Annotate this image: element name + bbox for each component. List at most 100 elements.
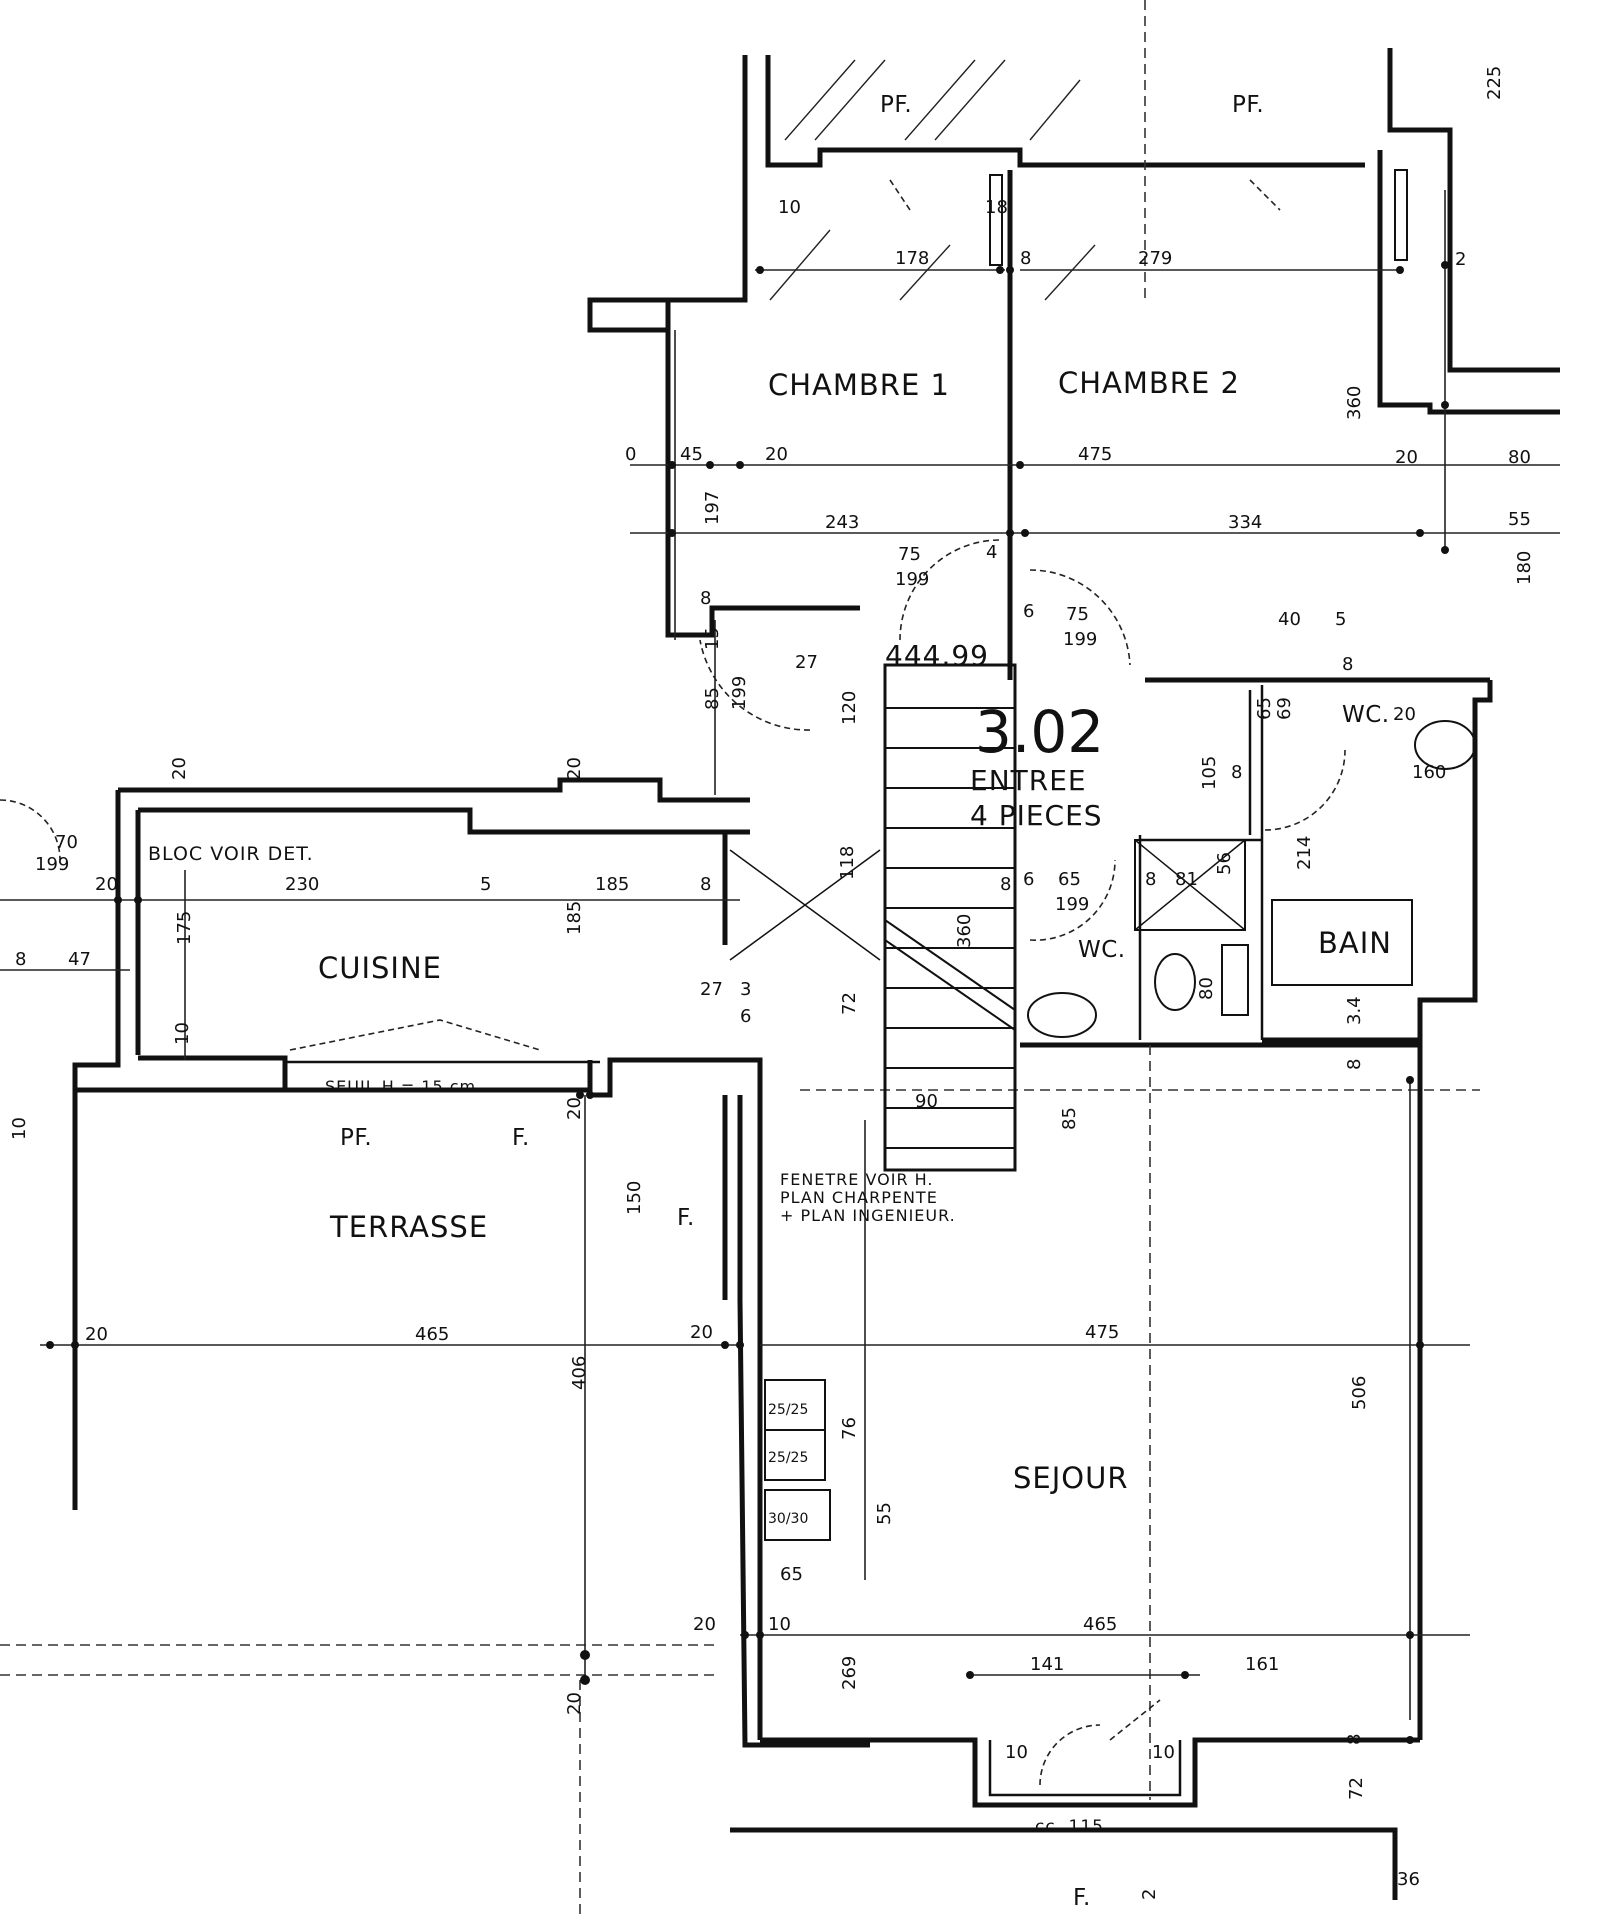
dimension-label: 65: [1058, 869, 1081, 890]
dimension-markers: [46, 261, 1449, 1744]
dimension-labels: 178 279 475 243 334 45 20 0 75 199 75 19…: [9, 66, 1535, 1900]
bathtub-icon: [1271, 899, 1413, 986]
dimension-label: 80: [1196, 977, 1217, 1000]
dimension-label: 120: [839, 691, 860, 725]
dimension-label: 20: [169, 757, 190, 780]
dimension-label: 269: [839, 1656, 860, 1690]
dimension-label: 141: [1030, 1654, 1064, 1675]
dimension-label: 8: [1344, 1734, 1365, 1745]
dimension-label: 6: [1023, 869, 1034, 890]
dimension-label: 20: [693, 1614, 716, 1635]
dimension-label: 85: [1059, 1107, 1080, 1130]
construction-lines: [0, 0, 1480, 1920]
dimension-label: 243: [825, 512, 859, 533]
wardrobe-shelf: [989, 174, 1003, 266]
wall-sejour-left: [737, 1095, 870, 1748]
dimension-label: 20: [564, 1692, 585, 1715]
dimension-label: 5: [1335, 609, 1346, 630]
dimension-label: 40: [1278, 609, 1301, 630]
room-label-chambre1: CHAMBRE 1: [768, 368, 950, 402]
dimension-label: 8: [1000, 874, 1011, 895]
staircase: [729, 663, 1017, 1172]
dimension-label: 475: [1078, 444, 1112, 465]
wall-right-mid: [1417, 680, 1493, 1045]
dimension-label: 8: [15, 949, 26, 970]
door-swings: [0, 179, 1346, 1786]
dimension-label: 90: [915, 1091, 938, 1112]
dimension-label: 465: [415, 1324, 449, 1345]
dimension-label: 230: [285, 874, 319, 895]
dimension-label: 45: [680, 444, 703, 465]
dimension-label: 160: [1412, 762, 1446, 783]
dimension-label: 406: [569, 1356, 590, 1390]
dimension-label: 18: [985, 197, 1008, 218]
dimension-label: 334: [1228, 512, 1262, 533]
dimension-label: 20: [765, 444, 788, 465]
dimension-label: 20: [95, 874, 118, 895]
dimension-label: 105: [1199, 756, 1220, 790]
flue-label: 30/30: [768, 1511, 808, 1527]
room-label-cuisine: CUISINE: [318, 951, 442, 985]
dimension-label: 65: [1254, 697, 1275, 720]
window-note-line1: FENETRE VOIR H.: [780, 1170, 934, 1189]
dimension-label: 2: [1455, 249, 1466, 270]
wall-kitchen-left: [72, 790, 121, 1510]
dimension-label: 150: [624, 1181, 645, 1215]
room-labels: CHAMBRE 1 CHAMBRE 2 CUISINE TERRASSE SEJ…: [318, 366, 1391, 1495]
dimension-label: 8: [1231, 762, 1242, 783]
dimension-label: 199: [729, 676, 750, 710]
wall-kitchen-inner-top: [138, 807, 750, 835]
dimension-label: 2: [1139, 1889, 1160, 1900]
dimension-label: 47: [68, 949, 91, 970]
dimension-label: 506: [1349, 1376, 1370, 1410]
dimension-label: 10: [1152, 1742, 1175, 1763]
wall-right-upper-outer: [1387, 48, 1560, 373]
wall-sejour-bottom-outer: [730, 1827, 1398, 1900]
wardrobe-shelf: [1394, 169, 1408, 261]
wall-top-left: [765, 55, 1365, 168]
dimension-label: 20: [690, 1322, 713, 1343]
dimension-label: 72: [839, 992, 860, 1015]
dimension-label: 214: [1294, 836, 1315, 870]
wall-left-upper: [665, 300, 860, 638]
wall-sejour-bottom: [760, 1737, 1420, 1808]
wall-bay-inner: [988, 1740, 1182, 1797]
dimension-label: 225: [1484, 66, 1505, 100]
dimension-label: 75: [1066, 604, 1089, 625]
dimension-label: 65: [780, 1564, 803, 1585]
dimension-label: 475: [1085, 1322, 1119, 1343]
dimension-label: 36: [1397, 1869, 1420, 1890]
pieces-label: 4 PIECES: [970, 799, 1103, 832]
toilet-tank-icon: [1221, 944, 1249, 1016]
room-label-terrasse: TERRASSE: [329, 1210, 488, 1244]
bloc-note: BLOC VOIR DET.: [148, 843, 314, 865]
dimension-label: 161: [1245, 1654, 1279, 1675]
dimension-label: 10: [9, 1117, 30, 1140]
dimension-label: 180: [1514, 551, 1535, 585]
dimension-label: 0: [625, 444, 636, 465]
dimension-label: 465: [1083, 1614, 1117, 1635]
dimension-label: 5: [480, 874, 491, 895]
flue-box: [764, 1429, 826, 1481]
window-label: PF.: [1232, 92, 1264, 118]
wall-kitchen-bottom: [138, 1055, 288, 1090]
dimension-label: 6: [1023, 601, 1034, 622]
window-label: F.: [512, 1125, 530, 1151]
dimension-label: 72: [1346, 1777, 1367, 1800]
room-label-sejour: SEJOUR: [1013, 1461, 1129, 1495]
sink-icon: [1414, 720, 1476, 770]
dimension-label: 360: [1344, 386, 1365, 420]
dimension-label: 20: [1395, 447, 1418, 468]
dimension-label: 8: [1020, 248, 1031, 269]
dimension-label: 8: [700, 874, 711, 895]
dimension-label: 199: [895, 569, 929, 590]
dimension-label: 3: [740, 979, 751, 1000]
dimension-label: 6: [740, 1006, 751, 1027]
dimension-label: 55: [874, 1502, 895, 1525]
shower-tray-icon: [1134, 839, 1246, 931]
dimension-label: 10: [172, 1022, 193, 1045]
threshold-note: SEUIL H = 15 cm.: [325, 1077, 482, 1096]
wall-kitchen-right: [587, 1057, 763, 1098]
flue-label: 25/25: [768, 1450, 808, 1466]
